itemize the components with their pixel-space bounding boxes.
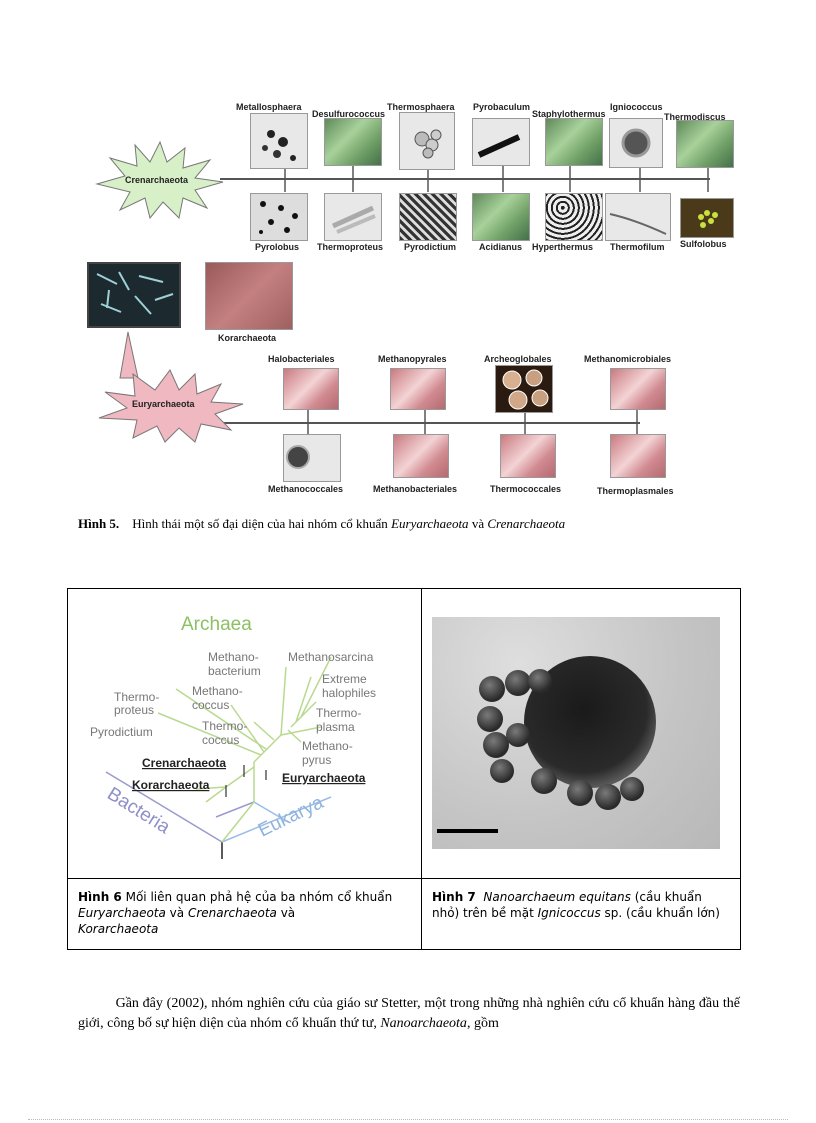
figure-6-caption-text: Mối liên quan phả hệ của ba nhóm cổ khuẩ… — [122, 890, 392, 904]
label-thermococcales: Thermococcales — [490, 484, 561, 494]
figure-7-micrograph — [432, 617, 720, 849]
paragraph-nanoarchaeota: Nanoarchaeota — [380, 1016, 467, 1031]
label-methanosarcina: Methanosarcina — [288, 650, 374, 664]
figure-6-phylogenetic-tree: Archaea Methano- bacterium Methanosarcin… — [76, 597, 416, 872]
label-methanobacterium-2: bacterium — [208, 664, 261, 678]
label-thermofilum: Thermofilum — [610, 242, 665, 252]
image-methanopyrales — [390, 368, 446, 410]
image-hyperthermus — [545, 193, 603, 241]
table-divider-vertical — [421, 589, 422, 949]
figure-table: Archaea Methano- bacterium Methanosarcin… — [67, 588, 741, 950]
image-igniococcus — [609, 118, 663, 168]
euryarchaeota-label: Euryarchaeota — [132, 399, 195, 409]
label-methanopyrus-1: Methano- — [302, 739, 353, 753]
label-pyrodictium: Pyrodictium — [90, 725, 153, 739]
label-pyrolobus: Pyrolobus — [255, 242, 299, 252]
label-thermosphaera: Thermosphaera — [387, 102, 455, 112]
image-acidianus — [472, 193, 530, 241]
figure-5-caption-and: và — [472, 516, 484, 531]
image-pyrodictium — [399, 193, 457, 241]
image-thermofilum — [605, 193, 671, 241]
figure-6-caption-label: Hình 6 — [78, 890, 122, 904]
body-paragraph: Gần đây (2002), nhóm nghiên cứu của giáo… — [78, 994, 740, 1034]
label-thermoplasma-2: plasma — [316, 720, 355, 734]
label-thermoplasmales: Thermoplasmales — [597, 486, 674, 496]
label-extreme-1: Extreme — [322, 672, 367, 686]
paragraph-text-2: , gồm — [467, 1016, 499, 1031]
image-halobacteriales — [283, 368, 339, 410]
figure-6-caption-and-2: và — [277, 906, 295, 920]
label-methanobacteriales: Methanobacteriales — [373, 484, 457, 494]
image-thermoplasmales — [610, 434, 666, 478]
image-staphylothermus — [545, 118, 603, 166]
label-thermococcus-2: coccus — [202, 733, 239, 747]
image-thermoproteus — [324, 193, 382, 241]
label-methanobacterium-1: Methano- — [208, 650, 259, 664]
page-footer-rule — [28, 1119, 788, 1120]
label-crenarchaeota: Crenarchaeota — [142, 756, 226, 770]
label-archeoglobales: Archeoglobales — [484, 354, 552, 364]
image-methanobacteriales — [393, 434, 449, 478]
image-pyrolobus — [250, 193, 308, 241]
label-korarchaeota: Korarchaeota — [218, 333, 276, 343]
figure-5-caption-label: Hình 5. — [78, 516, 119, 531]
image-metallosphaera — [250, 113, 308, 169]
image-archeoglobales — [495, 365, 553, 413]
label-pyrodictium: Pyrodictium — [404, 242, 456, 252]
figure-7-caption-label: Hình 7 — [432, 890, 476, 904]
label-methanococcus-1: Methano- — [192, 684, 243, 698]
image-korarchaeota-micrograph — [87, 262, 181, 328]
label-thermoplasma-1: Thermo- — [316, 706, 361, 720]
figure-5-caption: Hình 5. Hình thái một số đại diện của ha… — [78, 516, 565, 532]
figure-5-caption-euryarchaeota: Euryarchaeota — [391, 516, 469, 531]
label-thermoproteus: Thermoproteus — [317, 242, 383, 252]
image-thermococcales — [500, 434, 556, 478]
image-pyrobaculum — [472, 118, 530, 166]
figure-6-caption-euryarchaeota: Euryarchaeota — [78, 906, 166, 920]
label-igniococcus: Igniococcus — [610, 102, 663, 112]
figure-7-caption-genus: Ignicoccus — [538, 906, 601, 920]
label-methanopyrales: Methanopyrales — [378, 354, 447, 364]
image-desulfurococcus — [324, 118, 382, 166]
label-methanococcus-2: coccus — [192, 698, 229, 712]
image-thermosphaera — [399, 112, 455, 170]
image-sulfolobus — [680, 198, 734, 238]
image-methanomicrobiales — [610, 368, 666, 410]
figure-7-caption-text-2: sp. (cầu khuẩn lớn) — [601, 906, 720, 920]
figure-6-caption: Hình 6 Mối liên quan phả hệ của ba nhóm … — [78, 889, 408, 937]
label-eukarya: Eukarya — [255, 792, 327, 842]
figure-7-caption: Hình 7 Nanoarchaeum equitans (cầu khuẩn … — [432, 889, 732, 921]
label-methanococcales: Methanococcales — [268, 484, 343, 494]
crenarchaeota-label: Crenarchaeota — [125, 175, 188, 185]
image-korarchaeota — [205, 262, 293, 330]
label-hyperthermus: Hyperthermus — [532, 242, 593, 252]
label-methanomicrobiales: Methanomicrobiales — [584, 354, 671, 364]
label-thermoproteus-2: proteus — [114, 703, 154, 717]
figure-7-caption-species: Nanoarchaeum equitans — [483, 890, 630, 904]
label-metallosphaera: Metallosphaera — [236, 102, 302, 112]
label-pyrobaculum: Pyrobaculum — [473, 102, 530, 112]
image-thermodiscus — [676, 120, 734, 168]
label-halobacteriales: Halobacteriales — [268, 354, 335, 364]
figure-6-caption-korarchaeota: Korarchaeota — [78, 922, 158, 936]
label-thermoproteus-1: Thermo- — [114, 690, 159, 704]
label-extreme-2: halophiles — [322, 686, 376, 700]
label-korarchaeota: Korarchaeota — [132, 778, 210, 792]
label-acidianus: Acidianus — [479, 242, 522, 252]
figure-5-caption-text: Hình thái một số đại diện của hai nhóm c… — [132, 516, 388, 531]
label-euryarchaeota: Euryarchaeota — [282, 771, 366, 785]
image-methanococcales — [283, 434, 341, 482]
archaea-title: Archaea — [181, 614, 252, 635]
figure-6-caption-crenarchaeota: Crenarchaeota — [188, 906, 277, 920]
label-thermococcus-1: Thermo- — [202, 719, 247, 733]
figure-6-caption-and: và — [166, 906, 188, 920]
figure-5-caption-crenarchaeota: Crenarchaeota — [487, 516, 565, 531]
table-divider-horizontal — [68, 878, 740, 879]
label-methanopyrus-2: pyrus — [302, 753, 331, 767]
label-sulfolobus: Sulfolobus — [680, 239, 727, 249]
